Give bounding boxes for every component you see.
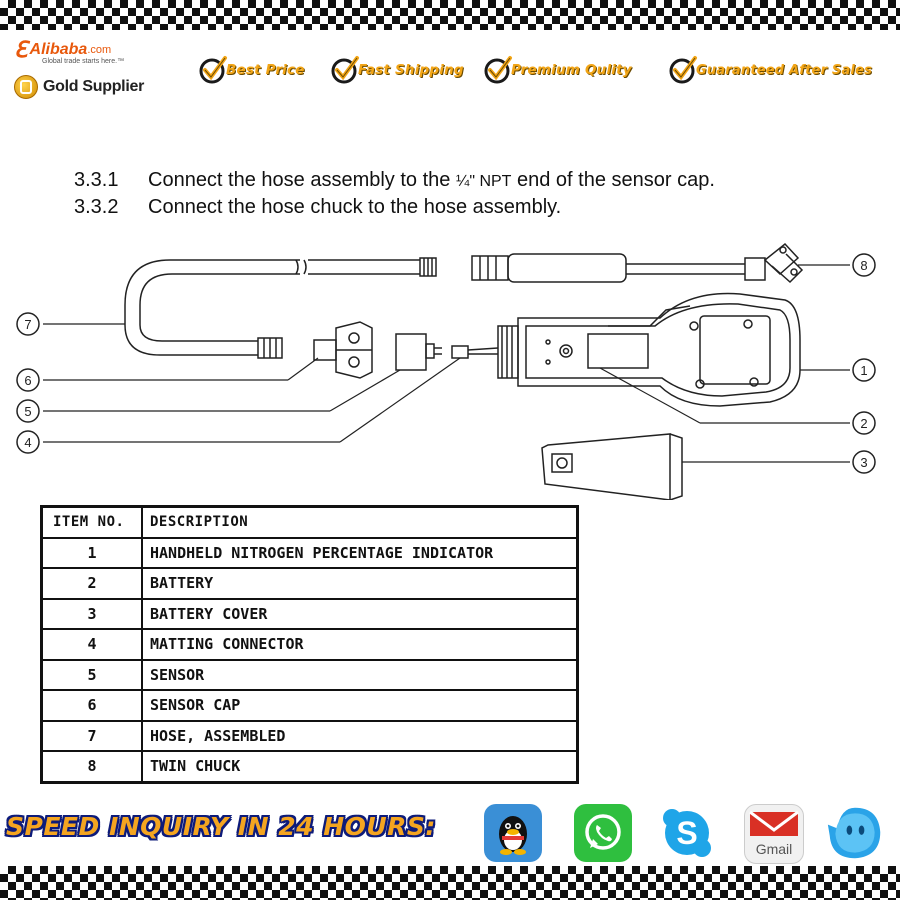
logo-block: ℇ Alibaba.com Global trade starts here.™… [14,37,174,104]
checkered-border-top [0,0,900,30]
checkmark-icon [484,56,512,84]
matting-connector-drawing [451,345,499,359]
badge-label: Guaranteed After Sales [696,62,873,78]
item-description: HANDHELD NITROGEN PERCENTAGE INDICATOR [141,536,579,569]
checkered-border-bottom [0,866,900,900]
callout-number: 7 [24,317,31,332]
step-fraction: ¼" [455,173,475,190]
gold-supplier-icon [14,75,38,99]
whatsapp-icon[interactable] [574,804,632,862]
callout-4: 4 [16,430,40,454]
skype-icon[interactable]: S [658,804,716,862]
aliwangwang-icon[interactable] [826,804,884,862]
item-number: 6 [40,689,143,722]
gold-supplier-label: Gold Supplier [43,78,144,95]
twin-chuck-drawing [471,242,804,284]
alibaba-name: Alibaba [29,41,88,58]
callout-3: 3 [852,450,876,474]
sensor-cap-drawing [313,321,373,379]
checkmark-icon [199,56,227,84]
whatsapp-phone-icon [585,814,621,850]
item-description: TWIN CHUCK [141,750,579,783]
skype-logo-icon: S [663,809,711,857]
item-number: 3 [40,597,143,630]
item-description: SENSOR [141,658,579,691]
item-number: 8 [40,750,143,783]
qq-icon[interactable] [484,804,542,862]
svg-text:S: S [676,815,697,851]
callout-2: 2 [852,411,876,435]
header-item-no: ITEM NO. [40,505,143,539]
item-number: 5 [40,658,143,691]
checkmark-icon [331,56,359,84]
handheld-indicator-drawing [497,292,801,407]
table-header-row: ITEM NO. DESCRIPTION [40,505,579,539]
callout-number: 1 [860,363,867,378]
hose-assembly-drawing [124,257,437,359]
instruction-step-2: 3.3.2 Connect the hose chuck to the hose … [74,194,561,220]
callout-5: 5 [16,399,40,423]
item-description: HOSE, ASSEMBLED [141,719,579,752]
gmail-envelope-icon: Gmail [749,810,799,857]
callout-6: 6 [16,368,40,392]
callout-8: 8 [852,253,876,277]
gmail-icon[interactable]: Gmail [744,804,804,864]
alibaba-mark-icon: ℇ [14,37,28,63]
badge-fast-shipping: Fast Shipping [330,55,464,85]
checkmark-icon [669,56,697,84]
badge-label: Fast Shipping [358,62,464,78]
callout-1: 1 [852,358,876,382]
item-number: 2 [40,567,143,600]
instruction-step-1: 3.3.1 Connect the hose assembly to the ¼"… [74,167,715,195]
step-number: 3.3.1 [74,169,119,191]
callout-number: 4 [24,435,31,450]
sensor-drawing [395,333,442,371]
item-number: 4 [40,628,143,661]
item-number: 1 [40,536,143,569]
badge-label: Premium Qulity [511,62,632,78]
gmail-label: Gmail [756,841,793,857]
callout-number: 5 [24,404,31,419]
qq-penguin-icon [499,816,527,855]
item-description: SENSOR CAP [141,689,579,722]
step-text: Connect the hose assembly to the [148,169,456,191]
callout-7: 7 [16,312,40,336]
callout-number: 6 [24,373,31,388]
step-text: Connect the hose chuck to the hose assem… [148,196,562,218]
alibaba-domain: .com [87,44,112,56]
step-text-end: end of the sensor cap. [511,169,715,191]
item-description: BATTERY [141,567,579,600]
leader-lines [43,264,850,463]
alibaba-tagline: Global trade starts here.™ [42,58,125,65]
step-number: 3.3.2 [74,196,119,218]
gold-supplier-badge: Gold Supplier [14,75,174,99]
callout-number: 2 [860,416,867,431]
item-description: BATTERY COVER [141,597,579,630]
badge-label: Best Price [226,62,305,78]
exploded-assembly-diagram: 7 6 5 4 1 2 3 8 [16,242,876,500]
badge-premium-quality: Premium Qulity [483,55,632,85]
speed-inquiry-banner: SPEED INQUIRY IN 24 HOURS: [6,812,436,841]
item-description: MATTING CONNECTOR [141,628,579,661]
battery-cover-drawing [541,433,683,500]
step-npt: NPT [475,173,512,190]
badge-guaranteed-after-sales: Guaranteed After Sales [668,55,872,85]
callout-number: 3 [860,455,867,470]
callout-number: 8 [860,258,867,273]
badge-best-price: Best Price [198,55,305,85]
item-number: 7 [40,719,143,752]
alibaba-logo[interactable]: ℇ Alibaba.com [14,37,174,63]
aliwangwang-chat-icon [827,807,881,859]
header-description: DESCRIPTION [141,505,579,539]
